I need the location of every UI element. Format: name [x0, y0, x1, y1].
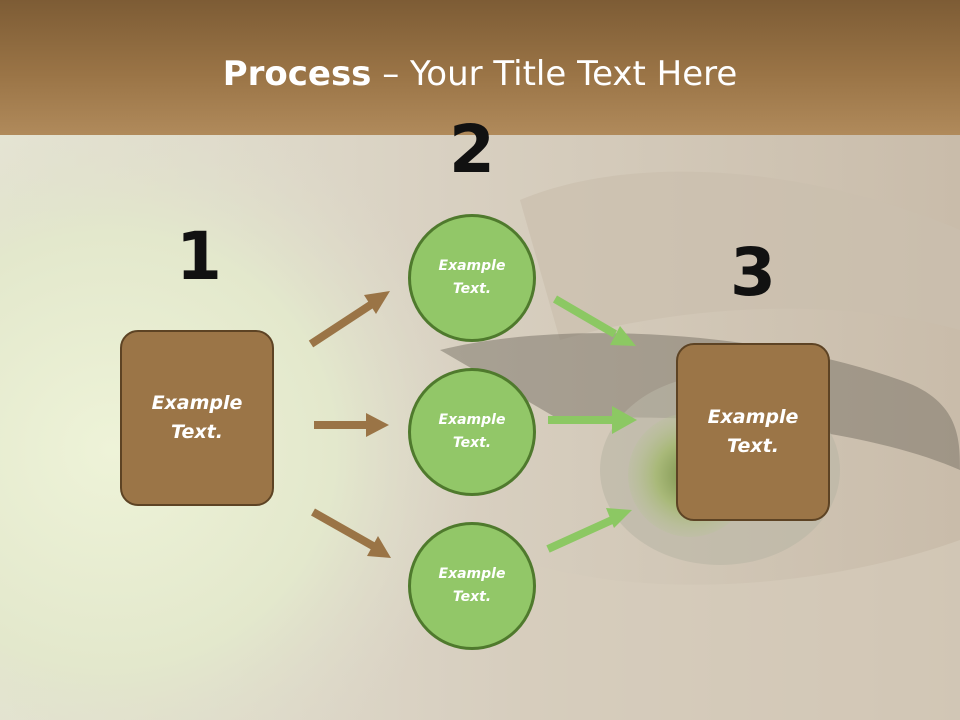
arrow-circle-middle-to-box3: [548, 406, 637, 434]
slide-title: Process – Your Title Text Here: [0, 52, 960, 96]
arrow-box1-to-circle-top: [308, 291, 390, 348]
step-number-2: 2: [449, 111, 495, 188]
arrow-circle-top-to-box3: [552, 295, 636, 346]
circle-middle-text: Example Text.: [438, 412, 506, 451]
step-2-circle-bottom: Example Text.: [408, 522, 536, 650]
circle-top-text: Example Text.: [438, 258, 506, 297]
step-number-3: 3: [730, 234, 776, 311]
step-2-circle-middle: Example Text.: [408, 368, 536, 496]
arrow-circle-bottom-to-box3: [546, 508, 632, 553]
title-band: [0, 0, 960, 135]
title-rest: – Your Title Text Here: [371, 54, 738, 94]
arrow-box1-to-circle-middle: [314, 413, 389, 437]
step-3-text: Example Text.: [707, 406, 799, 457]
step-2-circle-top: Example Text.: [408, 214, 536, 342]
arrow-box1-to-circle-bottom: [311, 508, 391, 558]
step-1-text: Example Text.: [151, 392, 243, 443]
title-strong: Process: [222, 54, 372, 94]
step-3-box: Example Text.: [676, 343, 830, 521]
circle-bottom-text: Example Text.: [438, 566, 506, 605]
step-number-1: 1: [176, 218, 222, 295]
step-1-box: Example Text.: [120, 330, 274, 506]
